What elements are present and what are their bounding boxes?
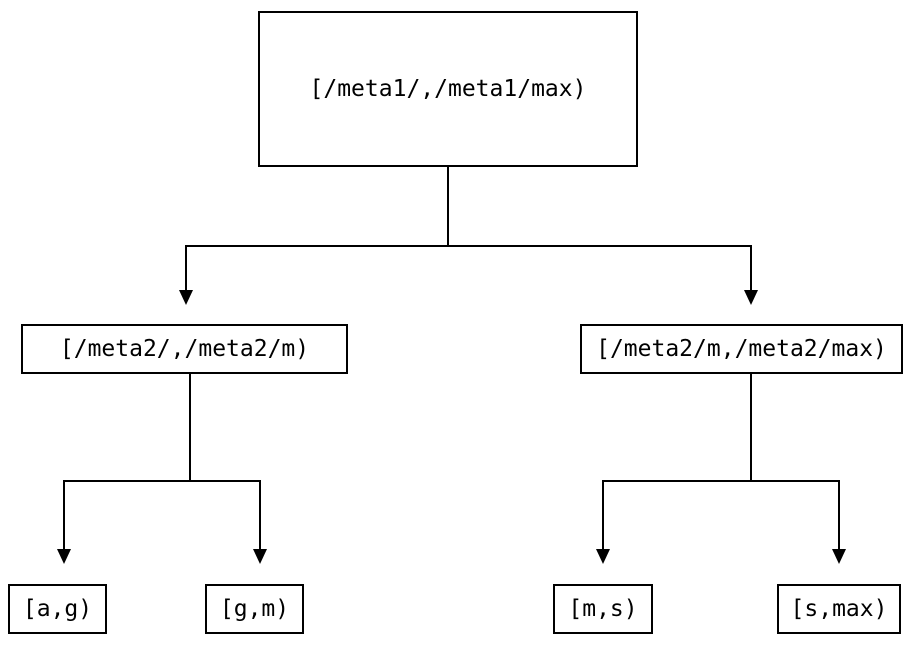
edge-mid-left-to-leaf2-drop [259,480,261,550]
node-leaf-g-m[interactable]: [g,m) [205,584,304,634]
node-leaf-s-max-label: [s,max) [790,595,888,622]
edge-mid-right-to-leaf3-drop [602,480,604,550]
node-leaf-m-s[interactable]: [m,s) [553,584,653,634]
edge-mid-right-crossbar [602,480,840,482]
node-mid-right-label: [/meta2/m,/meta2/max) [596,335,887,362]
arrowhead-root-to-mid-left [179,290,193,305]
edge-mid-left-stem [189,374,191,482]
arrowhead-mid-left-to-leaf1 [57,549,71,564]
edge-mid-left-to-leaf1-drop [63,480,65,550]
arrowhead-mid-right-to-leaf3 [596,549,610,564]
node-root-label: [/meta1/,/meta1/max) [309,75,587,102]
edge-mid-right-stem [750,374,752,482]
node-leaf-a-g-label: [a,g) [22,595,93,622]
edge-root-crossbar [185,245,752,247]
edge-mid-left-crossbar [63,480,261,482]
node-leaf-a-g[interactable]: [a,g) [8,584,107,634]
node-root[interactable]: [/meta1/,/meta1/max) [258,11,638,167]
arrowhead-mid-left-to-leaf2 [253,549,267,564]
node-leaf-m-s-label: [m,s) [568,595,638,622]
arrowhead-mid-right-to-leaf4 [832,549,846,564]
edge-root-stem [447,167,449,246]
node-mid-left[interactable]: [/meta2/,/meta2/m) [21,324,348,374]
arrowhead-root-to-mid-right [744,290,758,305]
edge-root-to-mid-right-drop [750,245,752,291]
node-leaf-s-max[interactable]: [s,max) [777,584,901,634]
edge-mid-right-to-leaf4-drop [838,480,840,550]
node-leaf-g-m-label: [g,m) [219,595,290,622]
node-mid-right[interactable]: [/meta2/m,/meta2/max) [580,324,903,374]
edge-root-to-mid-left-drop [185,245,187,291]
node-mid-left-label: [/meta2/,/meta2/m) [59,335,310,362]
